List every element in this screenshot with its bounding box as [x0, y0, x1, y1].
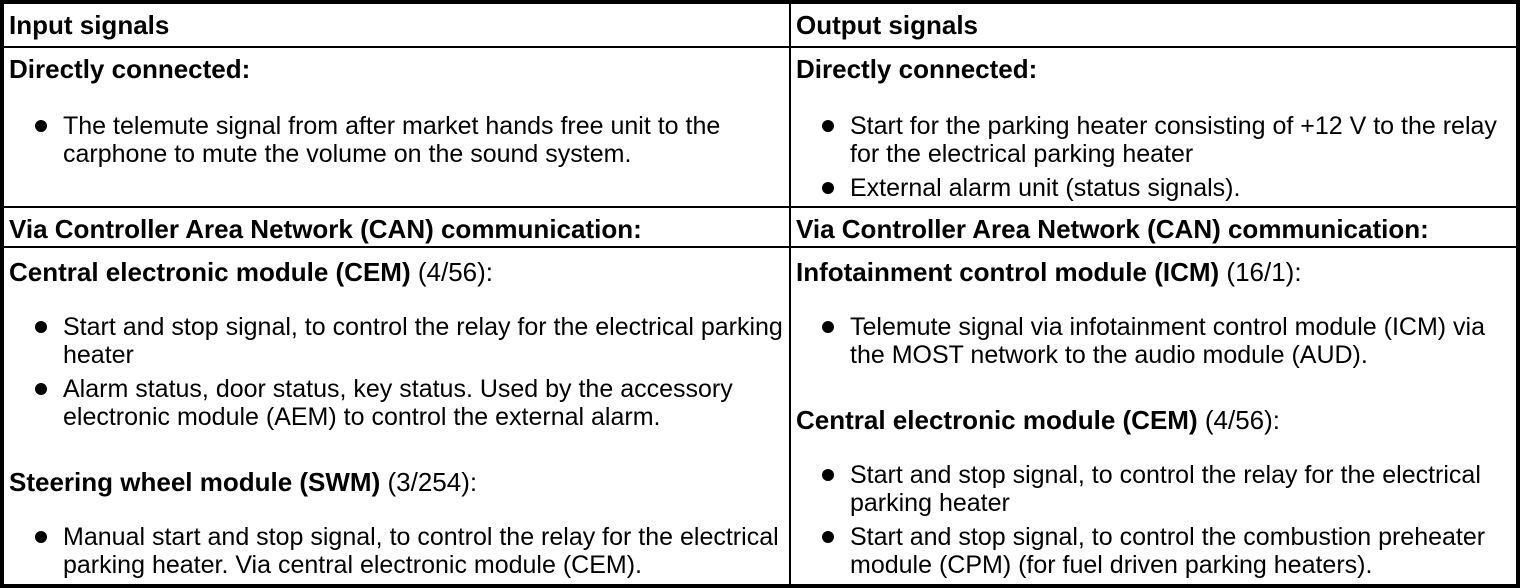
list-item-text: Telemute signal via infotainment control… — [850, 313, 1485, 369]
bullet-icon — [822, 182, 834, 194]
cell-input-can-heading: Via Controller Area Network (CAN) commun… — [4, 206, 789, 246]
list-item-text: Start for the parking heater consisting … — [850, 112, 1497, 168]
module-name: Central electronic module (CEM) — [9, 257, 411, 287]
module-section-icm: Infotainment control module (ICM) (16/1)… — [796, 257, 1516, 369]
bullet-icon — [35, 321, 47, 333]
cell-output-directly-connected: Directly connected: Start for the parkin… — [789, 46, 1516, 206]
list-item: Telemute signal via infotainment control… — [822, 313, 1516, 369]
module-title: Central electronic module (CEM) (4/56): — [9, 257, 789, 287]
bullet-list: Manual start and stop signal, to control… — [9, 523, 789, 579]
cell-input-modules: Central electronic module (CEM) (4/56): … — [4, 246, 789, 584]
bullet-list: Telemute signal via infotainment control… — [796, 313, 1516, 369]
module-address: (16/1): — [1226, 257, 1302, 287]
list-item: Start and stop signal, to control the re… — [35, 313, 789, 369]
module-name: Infotainment control module (ICM) — [796, 257, 1220, 287]
cell-output-modules: Infotainment control module (ICM) (16/1)… — [789, 246, 1516, 584]
header-cell-input-signals: Input signals — [4, 4, 789, 46]
bullet-icon — [35, 120, 47, 132]
cell-output-can-heading: Via Controller Area Network (CAN) commun… — [789, 206, 1516, 246]
list-item: The telemute signal from after market ha… — [35, 112, 789, 168]
module-title: Steering wheel module (SWM) (3/254): — [9, 467, 789, 497]
module-section-swm: Steering wheel module (SWM) (3/254): Man… — [9, 467, 789, 579]
section-heading-directly-connected: Directly connected: — [796, 54, 1038, 84]
bullet-icon — [822, 469, 834, 481]
bullet-icon — [822, 321, 834, 333]
list-item: Alarm status, door status, key status. U… — [35, 375, 789, 431]
list-item: Start and stop signal, to control the re… — [822, 461, 1516, 517]
list-item-text: Manual start and stop signal, to control… — [63, 523, 779, 579]
bullet-list: Start and stop signal, to control the re… — [796, 461, 1516, 579]
section-heading-can: Via Controller Area Network (CAN) commun… — [9, 214, 642, 244]
list-item-text: Start and stop signal, to control the re… — [63, 313, 783, 369]
module-name: Steering wheel module (SWM) — [9, 467, 381, 497]
section-heading-can: Via Controller Area Network (CAN) commun… — [796, 214, 1429, 244]
module-address: (4/56): — [1204, 405, 1281, 435]
bullet-list: Start for the parking heater consisting … — [796, 112, 1516, 202]
module-section-cem: Central electronic module (CEM) (4/56): … — [796, 405, 1516, 579]
section-heading-directly-connected: Directly connected: — [9, 54, 251, 84]
header-cell-output-signals: Output signals — [789, 4, 1516, 46]
module-title: Central electronic module (CEM) (4/56): — [796, 405, 1516, 435]
list-item-text: The telemute signal from after market ha… — [63, 112, 721, 168]
module-address: (4/56): — [417, 257, 494, 287]
cell-input-directly-connected: Directly connected: The telemute signal … — [4, 46, 789, 206]
bullet-icon — [822, 120, 834, 132]
bullet-icon — [35, 383, 47, 395]
list-item-text: External alarm unit (status signals). — [850, 174, 1241, 202]
list-item: Start and stop signal, to control the co… — [822, 523, 1516, 579]
list-item: Start for the parking heater consisting … — [822, 112, 1516, 168]
list-item-text: Start and stop signal, to control the re… — [850, 461, 1481, 517]
column-header-output: Output signals — [796, 10, 978, 40]
list-item-text: Alarm status, door status, key status. U… — [63, 375, 733, 431]
module-name: Central electronic module (CEM) — [796, 405, 1198, 435]
list-item: Manual start and stop signal, to control… — [35, 523, 789, 579]
bullet-icon — [35, 531, 47, 543]
list-item: External alarm unit (status signals). — [822, 174, 1516, 202]
bullet-list: The telemute signal from after market ha… — [9, 112, 789, 168]
bullet-list: Start and stop signal, to control the re… — [9, 313, 789, 431]
module-section-cem: Central electronic module (CEM) (4/56): … — [9, 257, 789, 431]
module-title: Infotainment control module (ICM) (16/1)… — [796, 257, 1516, 287]
module-address: (3/254): — [387, 467, 478, 497]
bullet-icon — [822, 531, 834, 543]
list-item-text: Start and stop signal, to control the co… — [850, 523, 1486, 579]
column-header-input: Input signals — [9, 10, 170, 40]
